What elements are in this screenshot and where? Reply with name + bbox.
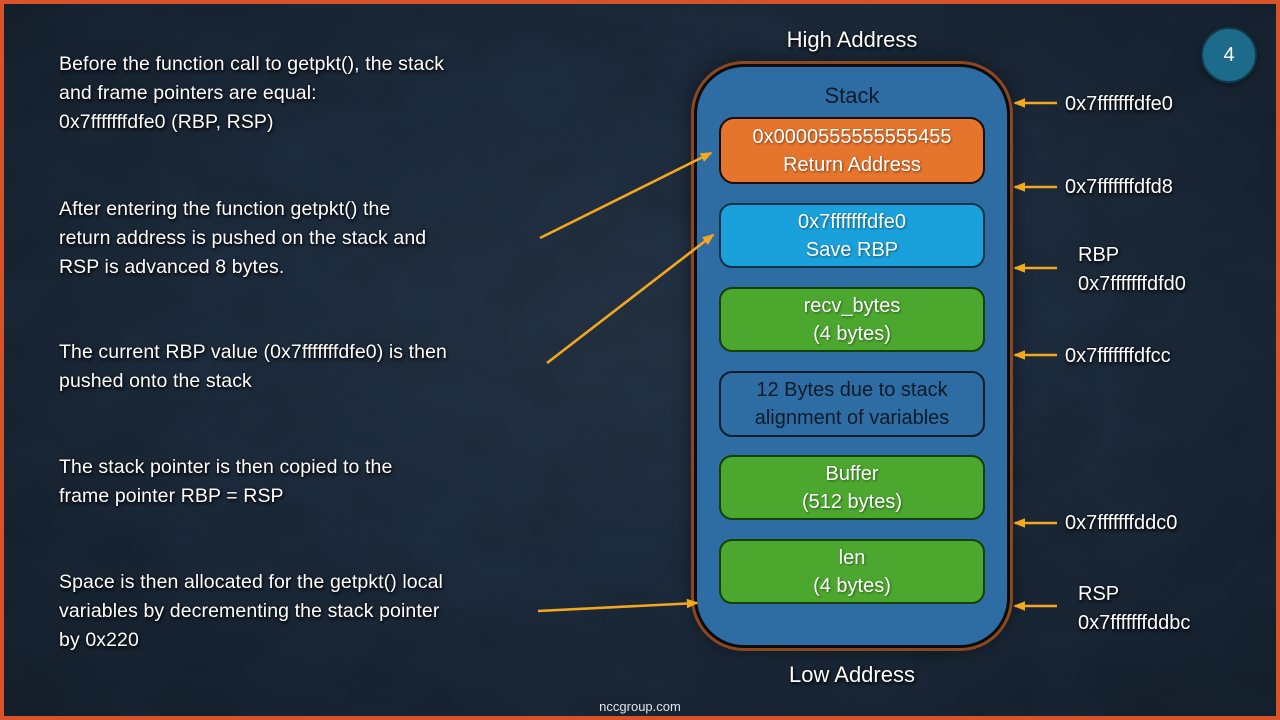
- paragraph-line: return address is pushed on the stack an…: [59, 227, 427, 249]
- paragraph-line: by 0x220: [59, 629, 139, 651]
- address-label-rsp-ddbc: RSP 0x7fffffffddbc: [1078, 580, 1190, 638]
- box-line-primary: Buffer: [825, 462, 879, 485]
- stack-box-return-address: 0x0000555555555455 Return Address: [719, 117, 985, 184]
- paragraph-line: and frame pointers are equal:: [59, 82, 317, 104]
- box-line-primary: 12 Bytes due to stack: [756, 379, 948, 401]
- page-number: 4: [1223, 43, 1235, 66]
- paragraph-line: frame pointer RBP = RSP: [59, 485, 284, 507]
- stack-diagram: Stack 0x0000555555555455 Return Address …: [694, 64, 1010, 648]
- paragraph-line: Space is then allocated for the getpkt()…: [59, 571, 443, 593]
- arrow-to-return-address: [539, 151, 713, 240]
- paragraph-line: The stack pointer is then copied to the: [59, 456, 393, 478]
- address-line: 0x7fffffffdfe0: [1065, 93, 1173, 115]
- paragraph-local-vars: Space is then allocated for the getpkt()…: [59, 568, 443, 655]
- address-label-rbp-dfd0: RBP 0x7fffffffdfd0: [1078, 241, 1186, 299]
- address-line: 0x7fffffffddbc: [1078, 612, 1191, 634]
- stack-box-recv-bytes: recv_bytes (4 bytes): [719, 287, 985, 352]
- stack-box-saved-rbp: 0x7fffffffdfe0 Save RBP: [719, 203, 985, 268]
- stack-box-alignment: 12 Bytes due to stack alignment of varia…: [719, 371, 985, 437]
- high-address-label: High Address: [786, 27, 918, 52]
- stack-box-len: len (4 bytes): [719, 539, 985, 604]
- address-label-dfe0: 0x7fffffffdfe0: [1065, 90, 1173, 119]
- box-line-secondary: Save RBP: [805, 238, 899, 261]
- paragraph-line: Before the function call to getpkt(), th…: [59, 53, 445, 75]
- paragraph-line: The current RBP value (0x7fffffffdfe0) i…: [59, 341, 447, 363]
- stack-box-buffer: Buffer (512 bytes): [719, 455, 985, 520]
- box-line-secondary: Return Address: [783, 153, 921, 176]
- box-line-secondary: (4 bytes): [813, 322, 891, 345]
- address-line: 0x7fffffffdfcc: [1065, 345, 1171, 367]
- paragraph-return-address: After entering the function getpkt() the…: [59, 195, 426, 282]
- stack-title: Stack: [824, 83, 880, 108]
- address-label-ddc0: 0x7fffffffddc0: [1065, 509, 1177, 538]
- box-line-secondary: (4 bytes): [813, 574, 891, 597]
- address-line: RBP: [1078, 244, 1120, 266]
- address-label-dfd8: 0x7fffffffdfd8: [1065, 173, 1173, 202]
- address-line: 0x7fffffffddc0: [1065, 512, 1178, 534]
- address-line: 0x7fffffffdfd0: [1078, 273, 1186, 295]
- low-address-label: Low Address: [789, 662, 915, 687]
- address-line: 0x7fffffffdfd8: [1065, 176, 1173, 198]
- paragraph-line: variables by decrementing the stack poin…: [59, 600, 440, 622]
- address-line: RSP: [1078, 583, 1120, 605]
- page-number-badge: 4: [1201, 27, 1257, 83]
- box-line-primary: len: [838, 546, 866, 569]
- box-line-secondary: alignment of variables: [754, 407, 950, 429]
- paragraph-before-call: Before the function call to getpkt(), th…: [59, 50, 444, 137]
- paragraph-line: pushed onto the stack: [59, 370, 252, 392]
- box-line-primary: 0x7fffffffdfe0: [798, 210, 906, 233]
- paragraph-line: After entering the function getpkt() the: [59, 198, 391, 220]
- arrow-to-stack-bottom: [537, 598, 699, 613]
- paragraph-line: 0x7fffffffdfe0 (RBP, RSP): [59, 111, 274, 133]
- footer-url: nccgroup.com: [599, 699, 681, 714]
- box-line-secondary: (512 bytes): [801, 490, 903, 513]
- paragraph-rbp-rsp-copy: The stack pointer is then copied to the …: [59, 453, 392, 511]
- paragraph-rbp-push: The current RBP value (0x7fffffffdfe0) i…: [59, 338, 447, 396]
- arrow-to-save-rbp: [546, 233, 715, 365]
- address-label-dfcc: 0x7fffffffdfcc: [1065, 342, 1171, 371]
- paragraph-line: RSP is advanced 8 bytes.: [59, 256, 285, 278]
- box-line-primary: recv_bytes: [803, 294, 901, 317]
- box-line-primary: 0x0000555555555455: [752, 125, 952, 148]
